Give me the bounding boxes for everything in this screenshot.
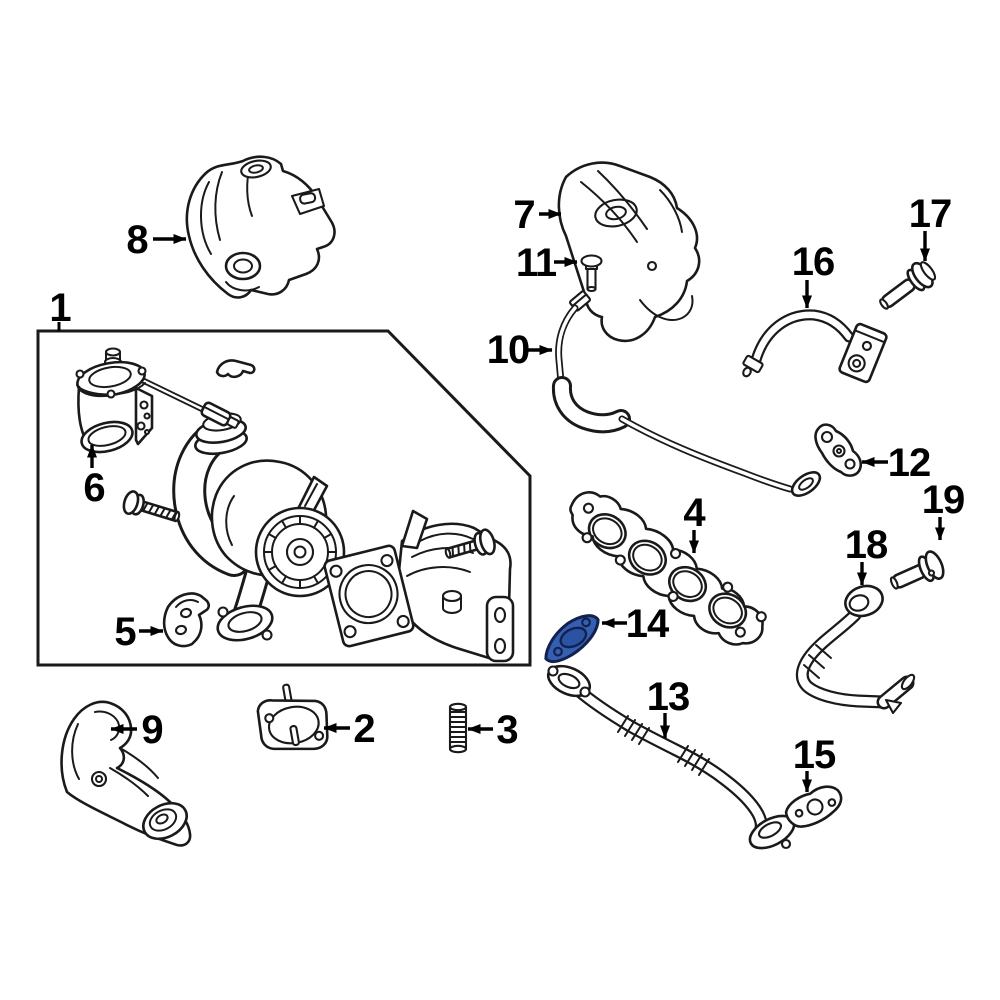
part-9-mount-bracket[interactable]	[60, 700, 193, 847]
callout-12-label[interactable]: 12	[888, 441, 932, 485]
callout-17-label[interactable]: 17	[909, 192, 953, 236]
part-19-pipe-bolt[interactable]	[886, 549, 947, 597]
callout-10[interactable]: 10	[487, 328, 553, 372]
part-3-stud[interactable]	[448, 702, 468, 754]
callout-4[interactable]: 4	[683, 491, 707, 554]
callout-9-label[interactable]: 9	[141, 708, 163, 752]
callout-14-label[interactable]: 14	[626, 602, 671, 646]
turbo-bolt-left[interactable]	[121, 490, 182, 529]
turbo-mount-flange	[323, 544, 415, 648]
callout-1-label[interactable]: 1	[49, 286, 72, 330]
part-2-flange-gasket[interactable]	[253, 679, 332, 758]
part-13-oil-return-tube[interactable]	[544, 660, 800, 855]
callout-6-label[interactable]: 6	[83, 466, 105, 510]
exhaust-manifold	[397, 509, 515, 663]
callout-16[interactable]: 16	[792, 240, 836, 309]
callout-5[interactable]: 5	[114, 610, 164, 654]
callout-3[interactable]: 3	[467, 708, 519, 752]
callout-4-label[interactable]: 4	[683, 491, 707, 535]
part-1-turbocharger-assembly[interactable]	[36, 329, 532, 667]
callout-18-label[interactable]: 18	[845, 523, 889, 567]
callout-1[interactable]: 1	[49, 286, 72, 331]
callout-6[interactable]: 6	[83, 444, 106, 510]
part-18-coolant-pipe[interactable]	[795, 581, 916, 715]
part-6-wastegate-actuator[interactable]	[75, 347, 241, 457]
callout-15-label[interactable]: 15	[793, 733, 837, 777]
callout-16-label[interactable]: 16	[792, 240, 836, 284]
part-15-return-tube-gasket[interactable]	[782, 780, 847, 834]
compressor-wheel	[254, 506, 346, 598]
callout-9[interactable]: 9	[110, 708, 164, 752]
part-14-highlighted-gasket[interactable]	[536, 610, 607, 666]
callout-7[interactable]: 7	[513, 193, 562, 237]
callout-10-label[interactable]: 10	[487, 328, 531, 372]
part-7-heat-shield[interactable]	[557, 161, 701, 343]
callout-5-label[interactable]: 5	[114, 610, 137, 654]
callout-2-label[interactable]: 2	[353, 707, 375, 751]
turbo-downpipe	[216, 559, 274, 642]
part-17-hose-bolt[interactable]	[874, 257, 940, 316]
callout-7-label[interactable]: 7	[513, 193, 535, 237]
callout-8[interactable]: 8	[126, 218, 187, 262]
hose-clip[interactable]	[215, 359, 256, 379]
callout-11[interactable]: 11	[516, 241, 578, 285]
callout-11-label[interactable]: 11	[516, 241, 558, 285]
callout-14[interactable]: 14	[601, 602, 671, 646]
part-5-support-bracket[interactable]	[162, 592, 211, 648]
callout-19-label[interactable]: 19	[922, 478, 966, 522]
callout-19[interactable]: 19	[922, 478, 966, 541]
part-8-upper-heat-shield[interactable]	[185, 155, 336, 299]
callout-15[interactable]: 15	[793, 733, 837, 793]
callout-8-label[interactable]: 8	[126, 218, 149, 262]
part-16-coolant-hose[interactable]	[742, 309, 888, 384]
part-12-tube-bracket[interactable]	[814, 423, 863, 477]
callout-12[interactable]: 12	[861, 441, 932, 485]
callout-13[interactable]: 13	[647, 675, 691, 739]
part-11-small-bolt[interactable]	[580, 254, 603, 293]
callout-13-label[interactable]: 13	[647, 675, 691, 719]
callout-2[interactable]: 2	[323, 707, 376, 751]
callout-3-label[interactable]: 3	[496, 708, 518, 752]
turbo-bolt-right[interactable]	[443, 528, 497, 566]
callout-18[interactable]: 18	[845, 523, 889, 586]
part-10-oil-feed-tube[interactable]	[551, 290, 824, 501]
part-4-manifold-gasket[interactable]	[551, 482, 781, 656]
callout-17[interactable]: 17	[909, 192, 953, 262]
